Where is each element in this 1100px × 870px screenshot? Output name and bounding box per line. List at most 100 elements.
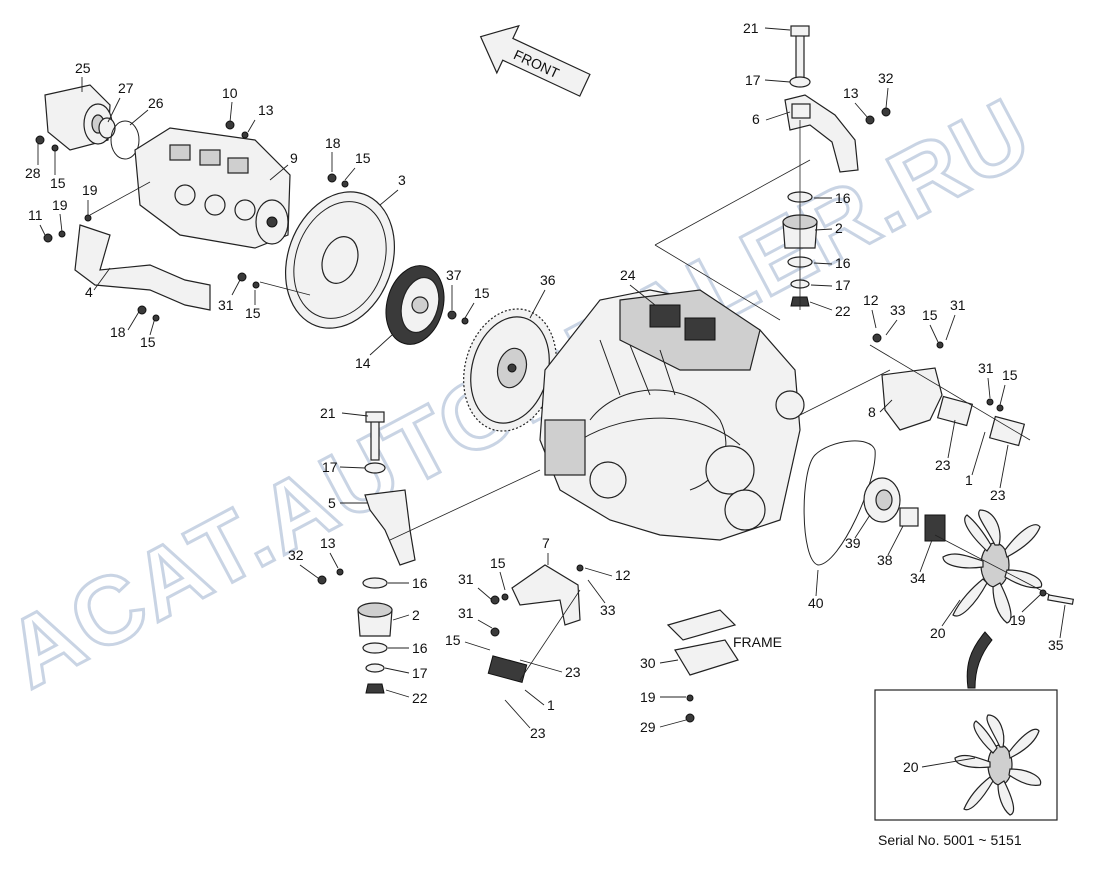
part-label: 14 (355, 355, 371, 371)
part-label: 27 (118, 80, 134, 96)
part-label: 15 (355, 150, 371, 166)
part-label: 37 (446, 267, 462, 283)
part-label: 33 (600, 602, 616, 618)
part-label: 13 (320, 535, 336, 551)
part-label: 23 (935, 457, 951, 473)
part-label: 15 (445, 632, 461, 648)
part-label: 16 (835, 190, 851, 206)
inset-box (874, 689, 1058, 821)
cooling-fan-inset (954, 714, 1042, 816)
part-label: 17 (412, 665, 428, 681)
small-hardware (35, 107, 1075, 723)
part-label: 31 (458, 605, 474, 621)
part-label: 28 (25, 165, 41, 181)
part-label: 15 (50, 175, 66, 191)
part-label: 5 (328, 495, 336, 511)
part-label: 22 (412, 690, 428, 706)
part-label: 19 (640, 689, 656, 705)
nut-22-lower (365, 683, 385, 694)
part-label: 22 (835, 303, 851, 319)
part-label: 35 (1048, 637, 1064, 653)
mount-stud-21-upper (790, 25, 810, 81)
mount-bracket-7 (511, 564, 581, 626)
part-label: 21 (320, 405, 336, 421)
part-label: 25 (75, 60, 91, 76)
part-label: 1 (965, 472, 973, 488)
part-label: 26 (148, 95, 164, 111)
part-label: 38 (877, 552, 893, 568)
gear-pump (44, 84, 113, 151)
washer-17-upper (789, 76, 811, 88)
part-label: 23 (530, 725, 546, 741)
part-label: 18 (325, 135, 341, 151)
flywheel-housing (284, 191, 396, 329)
part-label: 16 (835, 255, 851, 271)
mount-bracket-8 (881, 367, 943, 431)
spacer-38 (899, 507, 919, 527)
part-label: 2 (835, 220, 843, 236)
washer-16-bottom (362, 642, 388, 654)
part-labels: 25 27 26 10 13 9 28 15 19 11 19 4 18 15 … (25, 20, 1066, 775)
part-label: 16 (412, 640, 428, 656)
part-label: 15 (922, 307, 938, 323)
part-label: 34 (910, 570, 926, 586)
part-label: 6 (752, 111, 760, 127)
serial-note: Serial No. 5001 ~ 5151 (878, 832, 1022, 848)
part-label: 39 (845, 535, 861, 551)
part-label: 1 (547, 697, 555, 713)
part-label: 15 (140, 334, 156, 350)
part-label: 17 (745, 72, 761, 88)
part-label: 19 (52, 197, 68, 213)
part-label: 31 (978, 360, 994, 376)
part-label: 4 (85, 284, 93, 300)
flywheel (463, 308, 557, 432)
engine-mount-bracket-rh (784, 94, 859, 173)
part-label: 12 (615, 567, 631, 583)
washer-17-bottom (365, 663, 385, 673)
front-arrow: FRONT (479, 24, 591, 97)
fan-belt (803, 440, 876, 566)
inset-pointer-arrow (966, 631, 993, 689)
part-label: 12 (863, 292, 879, 308)
part-label: 19 (82, 182, 98, 198)
part-label: 2 (412, 607, 420, 623)
pump-bracket (74, 224, 211, 311)
part-label: 31 (458, 571, 474, 587)
part-label: 8 (868, 404, 876, 420)
part-label: 13 (258, 102, 274, 118)
engine-mount-bracket-lh (364, 489, 416, 566)
cooling-fan (942, 509, 1043, 624)
part-label: 18 (110, 324, 126, 340)
coupling-ring (98, 117, 140, 160)
part-label: 29 (640, 719, 656, 735)
part-label: 20 (903, 759, 919, 775)
part-label: 31 (950, 297, 966, 313)
engine-assembly (539, 289, 805, 541)
part-label: 23 (990, 487, 1006, 503)
part-label: 3 (398, 172, 406, 188)
part-label: 32 (878, 70, 894, 86)
reference-lines (89, 159, 1051, 681)
fan-spacer-34 (924, 514, 946, 542)
part-label: 31 (218, 297, 234, 313)
mount-stud-21-lower (365, 411, 385, 461)
part-label: 19 (1010, 612, 1026, 628)
part-label: 15 (1002, 367, 1018, 383)
part-label: 36 (540, 272, 556, 288)
part-label: 15 (474, 285, 490, 301)
part-label: 40 (808, 595, 824, 611)
part-label: 21 (743, 20, 759, 36)
part-label: 11 (28, 207, 43, 223)
part-label: 17 (322, 459, 338, 475)
part-label: 15 (490, 555, 506, 571)
part-label: 20 (930, 625, 946, 641)
part-label: 17 (835, 277, 851, 293)
part-label: 7 (542, 535, 550, 551)
washer-17-lower (364, 462, 386, 474)
rubber-mount-2-lower (357, 602, 393, 637)
part-label: 9 (290, 150, 298, 166)
part-label: 30 (640, 655, 656, 671)
part-label: 13 (843, 85, 859, 101)
part-label: 32 (288, 547, 304, 563)
part-label: 10 (222, 85, 238, 101)
